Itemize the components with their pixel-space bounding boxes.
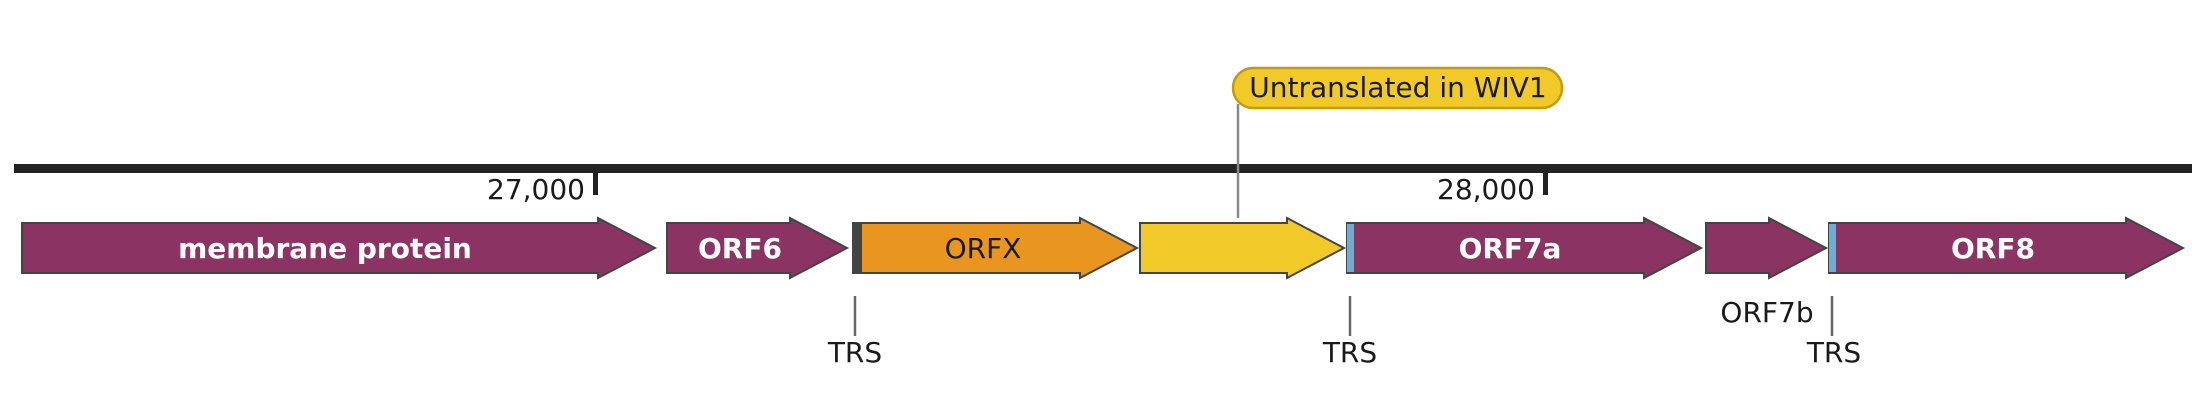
gene-arrow-orf6 (666, 216, 850, 280)
ruler-tick-mark-28000 (1543, 173, 1548, 195)
gene-arrow-orfx (852, 216, 1140, 280)
ruler-tick-label-28000: 28,000 (1437, 173, 1535, 206)
ruler-tick-mark-27000 (593, 173, 598, 195)
gene-arrow-membrane-protein (21, 216, 658, 280)
genome-ruler (14, 164, 2192, 173)
gene-label-membrane-protein: membrane protein (178, 232, 472, 265)
gene-label-orf7a: ORF7a (1459, 232, 1562, 265)
orfx-start-marker (853, 224, 862, 272)
trs-marker-orf7a (1347, 224, 1354, 272)
ruler-tick-label-27000: 27,000 (487, 173, 585, 206)
gene-arrow-untranslated (1139, 216, 1347, 280)
trs-label-1: TRS (827, 336, 882, 369)
annotation-label: Untranslated in WIV1 (1249, 71, 1546, 104)
gene-arrow-orf7a (1346, 216, 1704, 280)
trs-label-2: TRS (1322, 336, 1377, 369)
gene-label-orf7b: ORF7b (1720, 296, 1813, 329)
trs-marker-orf8 (1829, 224, 1836, 272)
trs-label-3: TRS (1806, 336, 1861, 369)
gene-arrow-orf7b (1705, 216, 1829, 280)
gene-label-orf8: ORF8 (1951, 232, 2035, 265)
gene-label-orfx: ORFX (945, 232, 1022, 265)
annotation-bubble (1231, 66, 1564, 110)
gene-arrow-orf8 (1828, 216, 2186, 280)
gene-label-orf6: ORF6 (698, 232, 782, 265)
